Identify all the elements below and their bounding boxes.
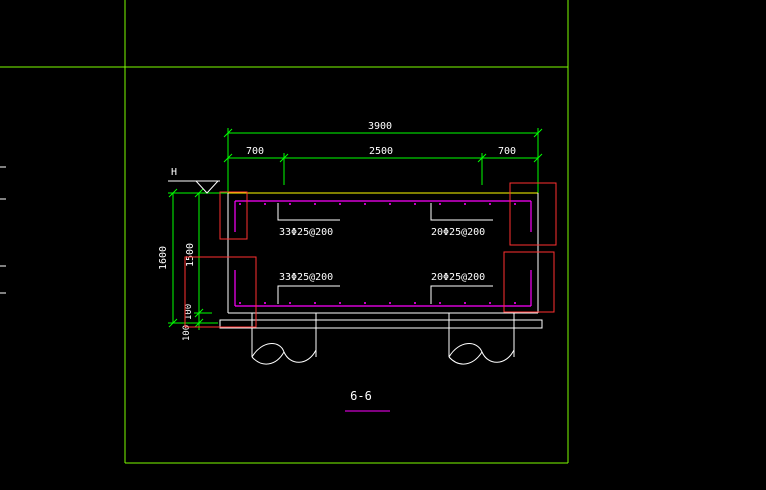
tick-mark	[168, 318, 178, 328]
rebar-leaders	[277, 203, 493, 304]
rebar-label-bottom-left: 33Φ25@200	[279, 272, 333, 283]
rebar-label-bottom-right: 20Φ25@200	[431, 272, 485, 283]
left-pile	[251, 313, 317, 365]
leader-top-right	[430, 203, 493, 221]
total-height-label: 1600	[158, 246, 169, 270]
tick-mark	[194, 188, 204, 198]
leader-top-left	[277, 203, 340, 221]
tick-mark	[477, 153, 487, 163]
tick-mark	[194, 308, 204, 318]
elevation-marker	[168, 180, 220, 194]
tick-mark	[194, 318, 204, 328]
rebar-label-top-right: 20Φ25@200	[431, 227, 485, 238]
pile-cap-outline	[219, 192, 543, 329]
piles	[251, 313, 515, 365]
highlight-box-bottom-right	[503, 251, 555, 313]
highlight-boxes	[184, 182, 557, 328]
base-height-label: 100	[182, 325, 192, 341]
right-pile	[448, 313, 515, 365]
tick-mark	[223, 128, 233, 138]
rebar-dots	[239, 203, 516, 304]
middle-segment-label: 2500	[369, 146, 393, 157]
leader-bottom-right	[430, 285, 493, 304]
horizontal-dimensions	[223, 128, 543, 195]
leader-bottom-left	[277, 285, 340, 304]
tick-mark	[533, 128, 543, 138]
cushion-layer	[219, 319, 543, 329]
overall-width-label: 3900	[368, 121, 392, 132]
highlight-box-top-right	[509, 182, 557, 246]
tick-mark	[279, 153, 289, 163]
highlight-box-bottom-left	[184, 256, 257, 328]
tick-mark	[168, 188, 178, 198]
left-edge-ticks	[0, 166, 6, 294]
drawing-frame	[0, 0, 569, 464]
left-segment-label: 700	[246, 146, 264, 157]
cover-height-label: 100	[184, 304, 194, 320]
inner-height-label: 1500	[185, 243, 196, 267]
elevation-mark-label: H	[171, 167, 177, 178]
vertical-dimensions	[168, 188, 230, 330]
rebar-cage	[234, 200, 532, 307]
highlight-box-top-left	[219, 191, 248, 240]
tick-mark	[533, 153, 543, 163]
right-segment-label: 700	[498, 146, 516, 157]
rebar-label-top-left: 33Φ25@200	[279, 227, 333, 238]
tick-mark	[223, 153, 233, 163]
section-title: 6-6	[350, 389, 372, 403]
